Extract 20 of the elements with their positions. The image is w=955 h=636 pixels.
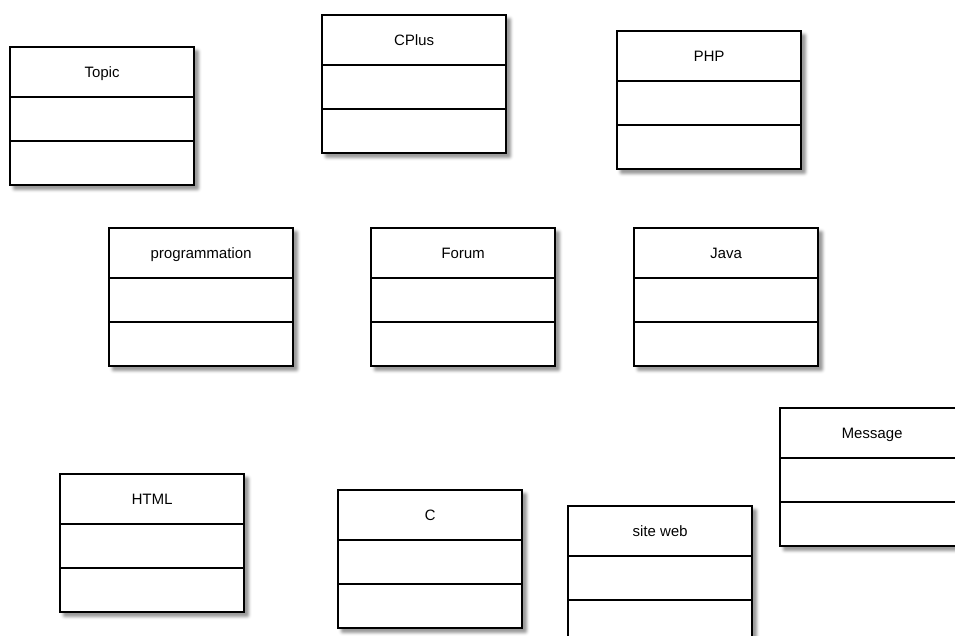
class-box (108, 227, 294, 367)
class-box (567, 505, 753, 636)
class-box (370, 227, 556, 367)
class-name: C (424, 506, 436, 524)
class-box (633, 227, 819, 367)
class-name: programmation (150, 244, 252, 262)
class-box (59, 473, 245, 613)
class-box (337, 489, 523, 629)
class-name: Forum (441, 244, 485, 262)
class-name: HTML (132, 490, 172, 508)
class-name: Topic (84, 64, 120, 80)
class-name: Message (842, 424, 902, 442)
class-name: site web (632, 522, 688, 540)
class-name: Java (710, 244, 742, 262)
class-box (616, 30, 802, 170)
class-name: CPlus (394, 32, 434, 48)
class-name: PHP (694, 48, 724, 64)
class-box (779, 407, 955, 547)
class-box (9, 46, 195, 186)
class-box (321, 14, 507, 154)
